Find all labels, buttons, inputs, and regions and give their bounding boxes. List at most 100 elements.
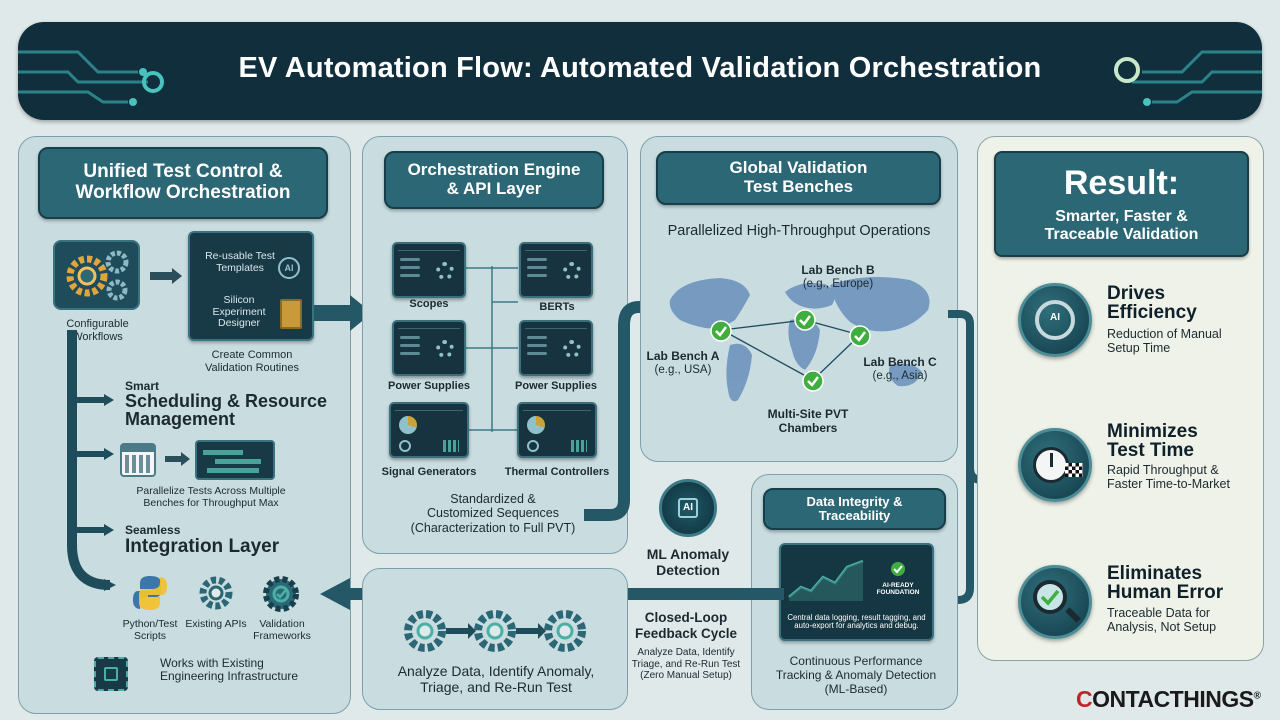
ai-chip-icon: AI <box>278 257 300 279</box>
panel2-title: Orchestration Engine & API Layer <box>384 151 604 209</box>
bench-a-name: Lab Bench A <box>646 349 720 363</box>
item1-heading1: Drives <box>1107 283 1166 304</box>
workflow-trunk <box>67 330 116 591</box>
device-label-power-1: Power Supplies <box>388 380 470 392</box>
chip-icon <box>94 657 128 691</box>
smart-scheduling-heading: Scheduling & Resource Management <box>125 391 328 429</box>
analytics-screen[interactable]: AI-READY FOUNDATION Central data logging… <box>779 543 934 641</box>
integration-layer-heading: Integration Layer <box>125 536 280 557</box>
result-title-line1: Result: <box>1063 163 1180 202</box>
item3-sub: Traceable Data for Analysis, Not Setup <box>1107 606 1217 635</box>
check-bench-a-icon <box>710 320 732 342</box>
item1-heading2: Efficiency <box>1107 302 1197 323</box>
stopwatch-flag-icon <box>1018 428 1092 502</box>
api-gear-icon[interactable] <box>196 573 236 613</box>
item1-sub: Reduction of Manual Setup Time <box>1107 327 1222 356</box>
smart-small-label: Smart <box>125 379 160 393</box>
header-banner: EV Automation Flow: Automated Validation… <box>18 22 1262 120</box>
device-thermal-controller[interactable] <box>517 402 597 458</box>
calendar-icon <box>120 443 156 477</box>
result-title-box: Result: Smarter, Faster & Traceable Vali… <box>994 151 1249 257</box>
data-integrity-caption: Continuous Performance Tracking & Anomal… <box>775 654 937 696</box>
device-power-supply-1[interactable] <box>392 320 466 376</box>
brand-logo: CONTACTHINGS® <box>1076 686 1261 713</box>
bench-b-region: (e.g., Europe) <box>802 277 874 290</box>
seamless-small-label: Seamless <box>125 523 181 537</box>
device-power-supply-2[interactable] <box>519 320 593 376</box>
panel2-title-line2: & API Layer <box>446 179 542 198</box>
bench-a-label: Lab Bench A (e.g., USA) <box>640 349 726 377</box>
multisite-label: Multi-Site PVT Chambers <box>767 407 849 435</box>
templates-line1: Re-usable Test <box>205 250 275 262</box>
ml-anomaly-label: ML Anomaly Detection <box>646 546 730 579</box>
configurable-workflows-label: Configurable Workflows <box>66 318 129 343</box>
screen-text: Central data logging, result tagging, an… <box>787 612 926 631</box>
item2-heading1: Minimizes <box>1107 421 1198 442</box>
result-title-line3: Traceable Validation <box>1044 225 1199 243</box>
arrow-right-small-icon <box>165 452 190 466</box>
framework-gear-icon[interactable] <box>260 573 302 615</box>
parallelize-label: Parallelize Tests Across Multiple Benche… <box>136 485 286 510</box>
page-title: EV Automation Flow: Automated Validation… <box>238 52 1042 84</box>
data-integrity-line2: Traceability <box>818 508 891 523</box>
ml-anomaly-icon: AI <box>659 479 717 537</box>
sequences-line2: Customized Sequences <box>426 506 560 521</box>
device-label-signal: Signal Generators <box>381 466 477 478</box>
device-label-power-2: Power Supplies <box>515 380 597 392</box>
device-berts[interactable] <box>519 242 593 298</box>
bench-c-name: Lab Bench C <box>863 355 937 369</box>
ml-chip-label: AI <box>678 498 698 518</box>
apis-label: Existing APIs <box>185 618 247 630</box>
panel3-title: Global Validation Test Benches <box>656 151 941 205</box>
book-icon <box>280 299 302 329</box>
infrastructure-label: Works with Existing Engineering Infrastr… <box>160 656 299 684</box>
create-common-label: Create Common Validation Routines <box>205 349 299 374</box>
flow-arrow-right-icon <box>314 295 372 331</box>
panel1-title-line2: Workflow Orchestration <box>75 182 291 203</box>
python-label: Python/Test Scripts <box>122 618 178 643</box>
device-scopes[interactable] <box>392 242 466 298</box>
sequences-line1: Standardized & <box>450 492 536 506</box>
templates-line2: Templates <box>216 261 264 274</box>
device-label-scopes: Scopes <box>409 298 449 310</box>
circuit-right-icon <box>1114 50 1262 106</box>
frameworks-label: Validation Frameworks <box>253 618 311 643</box>
data-integrity-line1: Data Integrity & <box>806 493 903 509</box>
device-signal-generator[interactable] <box>389 402 469 458</box>
brand-mark: ® <box>1253 690 1261 702</box>
panel1-title: Unified Test Control & Workflow Orchestr… <box>38 147 328 219</box>
world-map-icon <box>669 276 930 402</box>
brand-name: ONTACTHINGS <box>1092 686 1254 712</box>
check-bench-b-icon <box>794 309 816 331</box>
item3-heading2: Human Error <box>1107 582 1224 603</box>
item2-heading2: Test Time <box>1107 440 1194 461</box>
circuit-left-icon <box>18 50 164 106</box>
templates-line4: Experiment <box>212 305 266 318</box>
gantt-chart-icon <box>195 440 275 480</box>
panel3-subtitle: Parallelized High-Throughput Operations <box>667 223 931 239</box>
data-integrity-title: Data Integrity & Traceability <box>763 488 946 530</box>
templates-card[interactable]: Re-usable Test Templates AI Silicon Expe… <box>188 231 314 341</box>
panel3-title-line1: Global Validation <box>729 158 868 178</box>
closed-loop-line1: Closed-Loop <box>644 610 728 625</box>
device-label-thermal: Thermal Controllers <box>504 466 610 478</box>
check-bench-c-icon <box>849 325 871 347</box>
check-ai-ready-icon <box>891 562 905 576</box>
templates-line5: Designer <box>217 317 261 330</box>
templates-line3: Silicon <box>223 294 255 306</box>
bench-b-name: Lab Bench B <box>801 263 875 277</box>
configurable-workflows-icon[interactable] <box>53 240 140 310</box>
item3-heading1: Eliminates <box>1107 563 1203 584</box>
brand-letter-c: C <box>1076 686 1093 712</box>
bench-b-label: Lab Bench B (e.g., Europe) <box>788 263 888 291</box>
python-icon[interactable] <box>130 573 170 613</box>
steering-ai-icon: AI <box>1018 283 1092 357</box>
item2-sub: Rapid Throughput & Faster Time-to-Market <box>1107 463 1230 492</box>
ai-ready-label: AI-READY FOUNDATION <box>876 582 920 597</box>
sequences-line3: (Characterization to Full PVT) <box>410 520 576 535</box>
panel3-title-line2: Test Benches <box>743 177 854 196</box>
bench-c-region: (e.g., Asia) <box>872 369 928 382</box>
process-gears-icon <box>404 610 586 652</box>
sequences-caption: Standardized & Customized Sequences (Cha… <box>390 492 596 535</box>
bench-c-label: Lab Bench C (e.g., Asia) <box>856 355 944 383</box>
